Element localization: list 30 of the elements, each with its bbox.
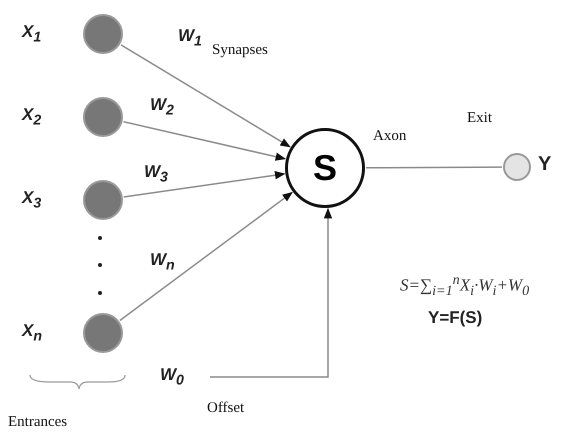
input-circle (83, 14, 123, 54)
neuron-label: S (312, 147, 337, 189)
formula: S=∑$_{i=1}$$^{n}$X$_{i}$·W$_{i}$+W$_{0}$ (400, 272, 530, 300)
output-circle (503, 153, 531, 181)
input-label: X$_{1}$ (22, 22, 42, 46)
connector-line (366, 166, 502, 169)
exit-label: Exit (467, 110, 492, 127)
arrow (210, 208, 332, 378)
arrow (120, 44, 291, 148)
input-circle (83, 313, 123, 353)
offset-label: Offset (207, 400, 244, 417)
input-label: X$_{n}$ (22, 321, 42, 344)
entrances-label: Entrances (8, 414, 68, 431)
edge-label: W$_{2}$ (150, 95, 174, 118)
edge-label: W$_{3}$ (144, 162, 168, 186)
edge-label: W$_{1}$ (178, 26, 202, 50)
edge-label: W$_{n}$ (150, 250, 175, 274)
neuron-circle (285, 128, 365, 208)
bias-weight-label: W$_{0}$ (160, 365, 184, 389)
input-label: X$_{3}$ (22, 188, 42, 212)
arrow (123, 120, 286, 161)
arrow (119, 192, 293, 322)
formula: Y=F(S) (428, 308, 482, 328)
arrow (124, 171, 286, 198)
input-label: X$_{2}$ (22, 105, 42, 128)
output-label: Y (538, 153, 552, 176)
input-circle (83, 180, 123, 220)
input-circle (83, 97, 123, 137)
synapses-label: Synapses (212, 42, 268, 59)
axon-label: Axon (373, 128, 406, 145)
